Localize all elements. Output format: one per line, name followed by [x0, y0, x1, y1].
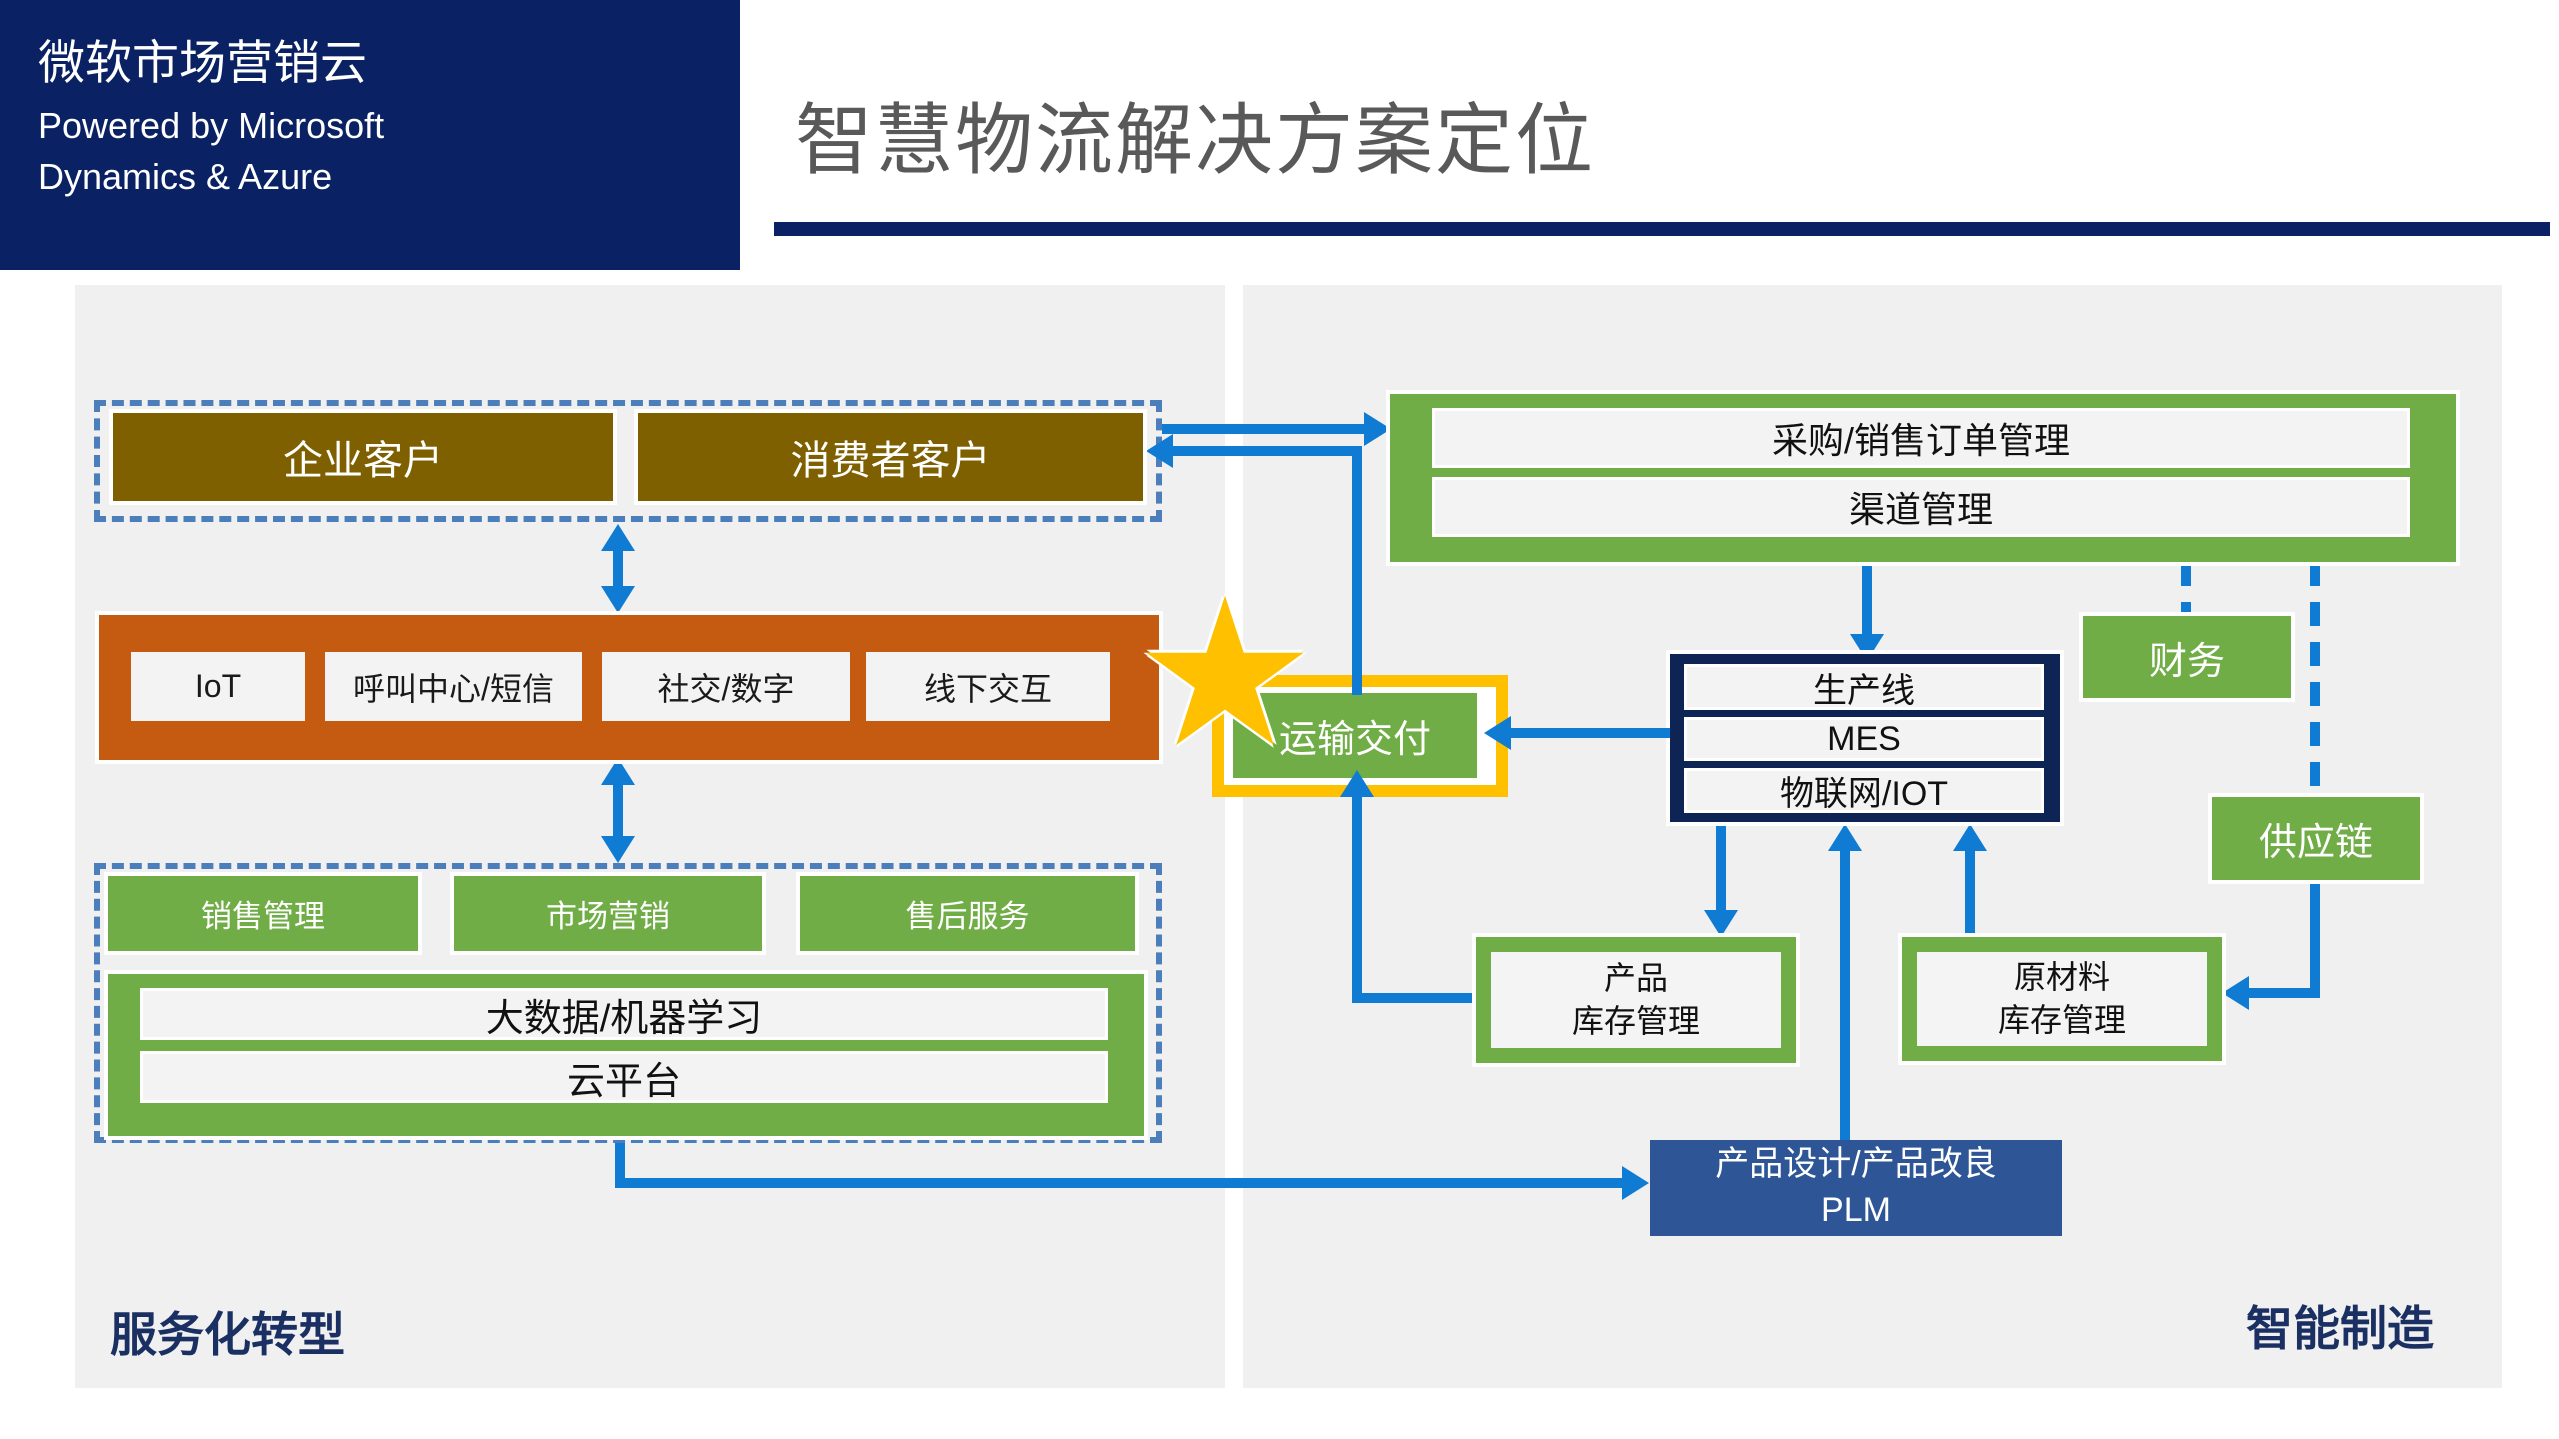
- purchase-sales-order-row: 采购/销售订单管理: [1432, 408, 2410, 468]
- raw-material-line2: 库存管理: [1997, 1002, 2126, 1038]
- brand-subtitle-line1: Powered by Microsoft: [38, 105, 385, 146]
- right-panel-label: 智能制造: [2246, 1302, 2434, 1355]
- connector-transport-to-customers-h: [1168, 446, 1357, 456]
- cloud-platform-row: 云平台: [140, 1051, 1108, 1103]
- arrowhead-up-icon: [1953, 824, 1987, 851]
- connector-supplychain-to-rawmaterial-v: [2310, 880, 2320, 988]
- connector-production-to-productinventory: [1716, 822, 1726, 914]
- dashed-connector-orders-to-supplychain: [2310, 562, 2320, 795]
- connector-customers-channels: [613, 546, 623, 588]
- channel-management-row: 渠道管理: [1432, 477, 2410, 537]
- brand-subtitle-line2: Dynamics & Azure: [38, 156, 333, 198]
- connector-supplychain-to-rawmaterial-h: [2248, 988, 2320, 998]
- product-inventory-box: 产品 库存管理: [1472, 933, 1800, 1067]
- star-icon: ★: [1133, 558, 1317, 788]
- mes-row: MES: [1684, 717, 2044, 761]
- connector-rawmaterial-to-production: [1965, 850, 1975, 937]
- arrowhead-left-icon: [2222, 976, 2249, 1010]
- raw-material-inventory-box: 原材料 库存管理: [1898, 933, 2226, 1065]
- arrowhead-up-icon: [1828, 824, 1862, 851]
- channel-iot-box: IoT: [131, 652, 305, 721]
- connector-plm-to-production: [1840, 850, 1850, 1140]
- connector-inventory-to-transport-v: [1352, 792, 1362, 998]
- crm-group-frame: [94, 863, 1162, 1143]
- transport-delivery-box: 运输交付: [1233, 693, 1477, 778]
- product-inventory-line1: 产品: [1603, 959, 1668, 996]
- title-underline: [774, 222, 2550, 236]
- product-inventory-line2: 库存管理: [1571, 1003, 1700, 1039]
- after-sales-box: 售后服务: [796, 872, 1139, 955]
- enterprise-customer-box: 企业客户: [109, 409, 617, 505]
- connector-channels-crm: [613, 780, 623, 840]
- consumer-customer-box: 消费者客户: [634, 409, 1147, 505]
- connector-platform-to-plm-h: [615, 1178, 1622, 1188]
- arrowhead-down-icon: [1704, 910, 1738, 937]
- raw-material-line1: 原材料: [2013, 958, 2110, 995]
- arrowhead-left-icon: [1484, 716, 1511, 750]
- marketing-box: 市场营销: [450, 872, 766, 955]
- channel-offline-box: 线下交互: [866, 652, 1110, 721]
- connector-transport-to-customers-v: [1352, 446, 1362, 695]
- channel-callcenter-box: 呼叫中心/短信: [325, 652, 582, 721]
- sales-management-box: 销售管理: [104, 872, 422, 955]
- arrowhead-right-icon: [1622, 1166, 1649, 1200]
- plm-line1: 产品设计/产品改良: [1715, 1145, 1997, 1184]
- brand-title: 微软市场营销云: [38, 36, 367, 89]
- arrowhead-up-icon: [601, 758, 635, 785]
- left-panel-label: 服务化转型: [110, 1308, 345, 1361]
- arrowhead-up-icon: [601, 524, 635, 551]
- brand-banner: [0, 0, 740, 270]
- connector-customers-to-orders: [1162, 424, 1364, 434]
- bigdata-ml-row: 大数据/机器学习: [140, 988, 1108, 1040]
- connector-platform-to-plm-v: [615, 1143, 625, 1183]
- channel-social-box: 社交/数字: [602, 652, 850, 721]
- plm-line2: PLM: [1821, 1191, 1891, 1229]
- arrowhead-left-icon: [1146, 434, 1173, 468]
- arrowhead-down-icon: [601, 586, 635, 613]
- supply-chain-box: 供应链: [2208, 793, 2424, 884]
- arrowhead-right-icon: [1364, 412, 1391, 446]
- arrowhead-up-icon: [1340, 770, 1374, 797]
- connector-orders-to-production: [1862, 562, 1872, 640]
- finance-box: 财务: [2079, 612, 2295, 702]
- production-line-row: 生产线: [1684, 664, 2044, 710]
- dashed-connector-orders-to-finance: [2181, 562, 2191, 614]
- plm-box: 产品设计/产品改良 PLM: [1650, 1140, 2062, 1236]
- brand-subtitle: Powered by Microsoft Dynamics & Azure: [38, 100, 384, 202]
- connector-production-to-transport: [1498, 728, 1670, 738]
- page-title: 智慧物流解决方案定位: [795, 96, 1596, 184]
- connector-inventory-to-transport-h: [1352, 993, 1480, 1003]
- iot-row: 物联网/IOT: [1684, 768, 2044, 813]
- arrowhead-down-icon: [601, 836, 635, 863]
